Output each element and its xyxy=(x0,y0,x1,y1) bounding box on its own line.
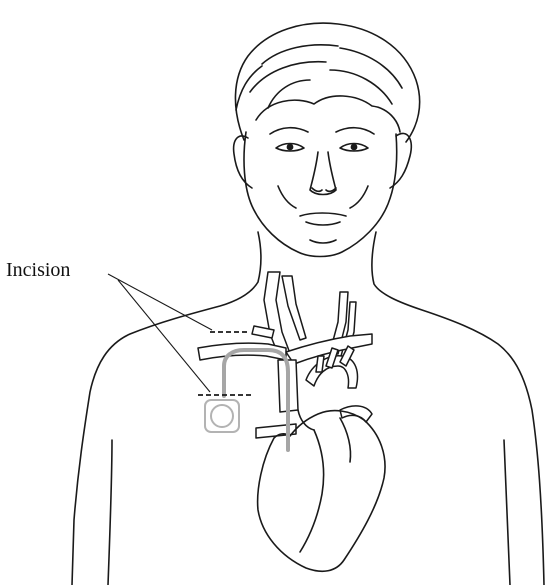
nose xyxy=(310,152,336,195)
head xyxy=(234,23,420,256)
pointer-to-neck-incision xyxy=(108,274,212,330)
left-arm-line xyxy=(108,440,112,585)
torso-outline xyxy=(72,232,544,585)
heart-groove xyxy=(340,418,351,462)
chin-line xyxy=(310,240,336,243)
right-cheek-line xyxy=(350,186,368,208)
implanted-port xyxy=(205,400,239,432)
label-pointers xyxy=(108,274,212,392)
hair-strand xyxy=(262,45,338,64)
nostril-left xyxy=(312,188,322,191)
hair-strand xyxy=(330,70,392,104)
left-eyebrow xyxy=(270,128,308,134)
left-ear xyxy=(234,136,252,188)
right-eyebrow xyxy=(336,128,374,134)
pulmonary-artery xyxy=(340,406,372,422)
port-septum xyxy=(211,405,233,427)
lower-lip xyxy=(306,222,340,225)
aortic-branch xyxy=(316,356,324,372)
hairline xyxy=(256,96,400,132)
mouth xyxy=(300,213,346,216)
carotid-artery-right xyxy=(282,276,306,340)
neck-right xyxy=(372,232,544,585)
right-ear xyxy=(390,133,411,188)
left-cheek-line xyxy=(278,186,296,208)
left-pupil xyxy=(287,144,292,149)
pointer-to-chest-incision xyxy=(118,280,210,392)
hair-outline xyxy=(235,23,419,142)
incision-label: Incision xyxy=(6,259,70,281)
heart-groove xyxy=(300,430,324,552)
right-arm-line xyxy=(504,440,510,585)
right-pupil xyxy=(351,144,356,149)
